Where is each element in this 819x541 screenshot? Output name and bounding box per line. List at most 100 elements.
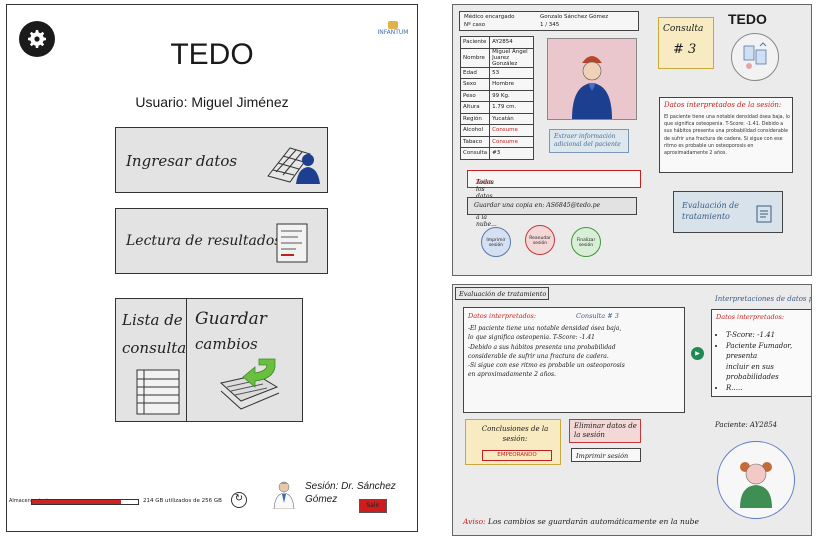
doctor-value: Gonzalo Sánchez Gómez: [539, 14, 609, 20]
previous-interpretations-list: T-Score: -1.41 Paciente Fumador, present…: [726, 330, 811, 394]
app-title: TEDO: [170, 38, 254, 71]
patient-info-key: Paciente: [459, 36, 491, 49]
user-label: Usuario: Miguel Jiménez: [135, 94, 289, 110]
session-line-1: Sesión: Dr. Sánchez: [305, 481, 396, 492]
doctor-label: Médico encargado: [464, 14, 515, 20]
print-session-button[interactable]: Imprimir sesión: [571, 448, 641, 462]
notice-text: Los cambios se guardarán automáticamente…: [488, 517, 699, 526]
footer-bar: Almacenamiento 214 GB utilizados de 256 …: [7, 481, 417, 527]
patient-info-value: Miguel Angel Juarez González: [489, 47, 535, 68]
body-line: -El paciente tiene una notable densidad …: [468, 325, 622, 332]
resume-session-button[interactable]: Reanudar sesión: [525, 225, 555, 255]
print-session-label: Imprimir sesión: [576, 452, 629, 460]
interpreted-data-body: -El paciente tiene una notable densidad …: [468, 324, 680, 380]
patient-info-value: Consume: [489, 124, 535, 137]
logout-button[interactable]: Salir: [359, 499, 387, 513]
body-line: en aproximadamente 2 años.: [468, 371, 556, 379]
patient-info-value: Consume: [489, 135, 535, 148]
institution-logo: INFANTUM: [375, 21, 411, 36]
list-item: R.....: [726, 383, 811, 394]
play-button[interactable]: ▶: [691, 347, 704, 360]
logo-text: INFANTUM: [377, 29, 409, 36]
patient-info-value: #3: [489, 147, 535, 160]
read-results-button[interactable]: Lectura de resultados: [115, 208, 328, 274]
session-conclusions-box: Conclusiones de la sesión: EMPEORANDO: [465, 419, 561, 465]
delete-session-data-button[interactable]: Eliminar datos de la sesión: [569, 419, 641, 443]
body-line: -Si sigue con ese ritmo es probable un o…: [468, 362, 625, 370]
patient-photo: [547, 38, 637, 120]
extract-info-button[interactable]: Extraer información adicional del pacien…: [549, 129, 629, 153]
patient-avatar-icon: [572, 56, 612, 119]
patient-info-key: Alcohol: [459, 124, 491, 137]
interpreted-data-title: Datos interpretados de la sesión:: [664, 101, 782, 109]
previous-interpretations-box: Datos interpretados: T-Score: -1.41 Paci…: [711, 309, 811, 397]
previous-interpretations-subtitle: Datos interpretados:: [716, 313, 785, 321]
storage-text: 214 GB utilizados de 256 GB: [143, 498, 222, 504]
enter-data-button[interactable]: Ingresar datos: [115, 127, 328, 193]
play-icon: ▶: [695, 350, 700, 357]
patient-info-value: Yucatán: [489, 112, 535, 125]
session-conclusions-label: Conclusiones de la sesión:: [481, 425, 549, 443]
refresh-button[interactable]: ↻: [231, 492, 247, 508]
status-badge[interactable]: EMPEORANDO: [482, 450, 552, 461]
patient-info-value: AY2854: [489, 36, 535, 49]
finish-session-button[interactable]: Finalizar sesión: [571, 227, 601, 257]
storage-bar: [31, 499, 139, 505]
patient-info-value: 53: [489, 66, 535, 79]
save-copy-label: Guardar una copia en: AS6845@tedo.pe: [474, 202, 601, 209]
patient-info-value: 1.79 cm.: [489, 101, 535, 114]
list-icon: [136, 369, 180, 415]
save-copy-button[interactable]: Guardar una copia en: AS6845@tedo.pe: [467, 197, 637, 215]
save-changes-label-2: cambios: [195, 335, 258, 353]
delete-session-data-label: Eliminar datos de la sesión: [574, 422, 637, 440]
consultation-list-label-2: consultas: [122, 339, 194, 357]
case-header: Médico encargado Gonzalo Sánchez Gómez N…: [459, 11, 639, 31]
brand-logo: [731, 33, 779, 81]
patient-info-value: Hombre: [489, 78, 535, 91]
medical-record-icon: [743, 42, 767, 69]
save-folder-icon: [219, 358, 280, 410]
notice-label: Aviso:: [463, 517, 486, 526]
settings-button[interactable]: [19, 21, 55, 57]
save-changes-label-1: Guardar: [195, 309, 267, 329]
main-menu-screen: INFANTUM TEDO Usuario: Miguel Jiménez In…: [6, 4, 418, 532]
consultation-tag: Consulta # 3: [576, 312, 619, 320]
storage-fill: [32, 500, 122, 504]
patient-info-key: Peso: [459, 89, 491, 102]
doctor-avatar: [273, 481, 295, 509]
patient-info-key: Consulta: [459, 147, 491, 160]
data-entry-icon: [267, 147, 320, 184]
tab-label: Evaluación de tratamiento: [459, 290, 547, 298]
logo-mark: [388, 21, 398, 29]
session-info: Sesión: Dr. Sánchez Gómez: [305, 480, 396, 506]
session-line-2: Gómez: [305, 494, 338, 505]
body-line: lo que significa osteopenia. T-Score: -1…: [468, 334, 595, 342]
patient-info-value: 99 Kg.: [489, 89, 535, 102]
case-id-value: 1 / 345: [539, 22, 560, 28]
notice-label: Aviso:: [476, 179, 495, 186]
tab-treatment-evaluation[interactable]: Evaluación de tratamiento: [455, 287, 549, 300]
autosave-notice: Aviso: Los cambios se guardarán automáti…: [463, 517, 699, 526]
results-document-icon: [276, 223, 308, 263]
read-results-label: Lectura de resultados: [126, 233, 282, 249]
treatment-evaluation-screen: Evaluación de tratamiento Datos interpre…: [452, 284, 812, 536]
treatment-evaluation-button[interactable]: Evaluación de tratamiento: [673, 191, 783, 233]
consultation-label: Consulta: [663, 24, 704, 34]
enter-data-label: Ingresar datos: [126, 152, 238, 170]
interpreted-data-title: Datos interpretados:: [468, 312, 537, 320]
print-session-button[interactable]: Imprimir sesión: [481, 227, 511, 257]
notice-banner: Aviso: Todos los datos son solutos a la …: [467, 170, 641, 228]
list-item: Paciente Fumador, presenta: [726, 341, 811, 362]
consultation-number: # 3: [673, 42, 697, 57]
document-icon: [756, 205, 772, 223]
body-line: -Debido a sus hábitos presenta una proba…: [468, 343, 616, 351]
save-changes-button[interactable]: Guardar cambios: [186, 298, 303, 422]
